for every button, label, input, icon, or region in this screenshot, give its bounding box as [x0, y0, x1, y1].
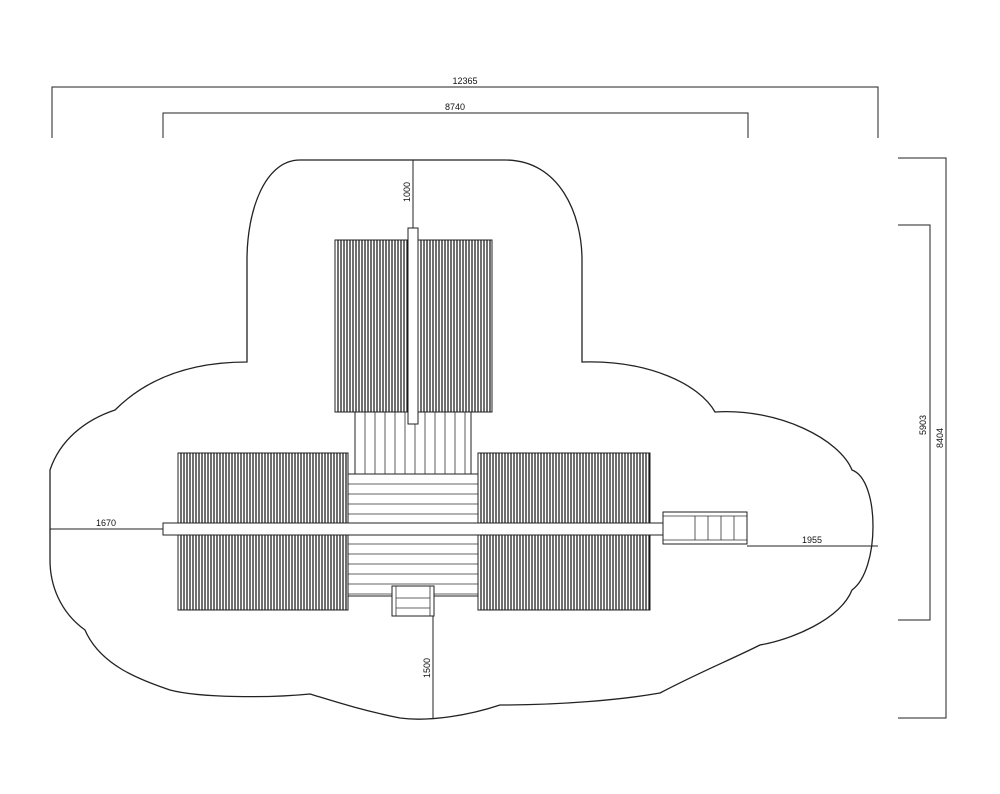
safety-zone-outline: [49, 159, 874, 720]
dimension-label-overall-height: 8404: [935, 428, 945, 448]
dimension-bottom-clearance: 1500: [422, 615, 434, 718]
bottom-ladder: [391, 585, 435, 617]
dimension-inner-width: 8740: [162, 102, 749, 138]
ridge-beam-horizontal: [162, 522, 664, 536]
dimension-inner-height: 5903: [898, 224, 931, 621]
dimension-label-top-clearance: 1000: [402, 182, 412, 202]
dimension-label-right-clearance: 1955: [802, 535, 822, 545]
right-bridge: [662, 511, 748, 545]
roof-panel-top-left: [334, 239, 409, 413]
roof-panel-left-top: [177, 452, 349, 524]
roof-panel-left-bottom: [177, 534, 349, 611]
dimension-label-left-clearance: 1670: [96, 518, 116, 528]
roof-panel-right-top: [477, 452, 651, 524]
roof-panel-top-right: [417, 239, 493, 413]
dimension-top-clearance: 1000: [402, 160, 414, 230]
dimension-overall-width: 12365: [51, 76, 879, 138]
dimension-overall-height: 8404: [898, 157, 947, 719]
dimension-label-inner-height: 5903: [918, 415, 928, 435]
dimension-right-clearance: 1955: [747, 535, 878, 547]
roof-panel-right-bottom: [477, 534, 651, 611]
ridge-beam-top: [407, 227, 419, 425]
dimension-label-overall-width: 12365: [452, 76, 477, 86]
dimension-label-inner-width: 8740: [445, 102, 465, 112]
dimension-left-clearance: 1670: [50, 518, 165, 530]
dimension-label-bottom-clearance: 1500: [422, 658, 432, 678]
